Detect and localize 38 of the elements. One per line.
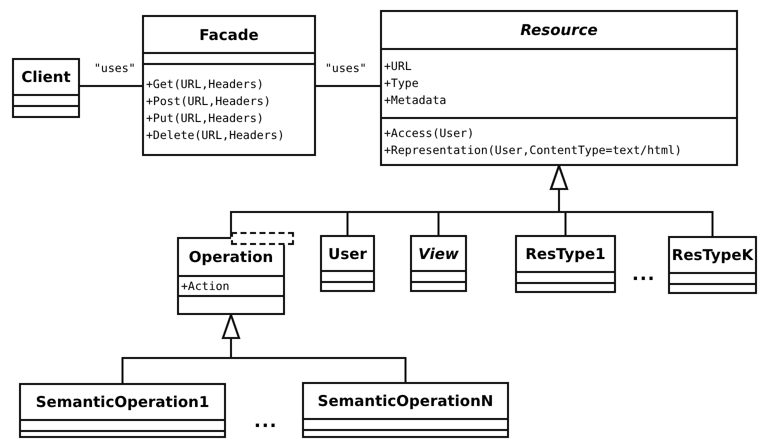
class-name: Client — [20, 68, 72, 86]
attribute-text: +URL — [383, 58, 412, 75]
association-line — [80, 85, 142, 87]
class-name: SemanticOperation1 — [34, 393, 210, 411]
uml-class-box — [320, 235, 375, 292]
class-name: Operation — [188, 248, 274, 266]
class-name: View — [417, 244, 460, 262]
uml-class-box — [668, 236, 757, 294]
attribute-text: +Type — [383, 75, 419, 92]
class-name: ResType1 — [524, 245, 607, 263]
uml-class-box — [12, 58, 80, 118]
uml-class-box — [515, 235, 616, 293]
generalization-arrow — [550, 165, 714, 236]
uml-class-box — [410, 235, 467, 292]
attribute-text: +Action — [180, 278, 230, 294]
class-name: Resource — [519, 21, 599, 39]
class-name: Facade — [198, 26, 260, 44]
uml-class-box — [302, 382, 509, 438]
ellipsis-text: ... — [254, 411, 278, 432]
operation-text: +Put(URL,Headers) — [145, 110, 264, 126]
class-name: User — [327, 244, 368, 262]
attribute-text: +Metadata — [383, 92, 446, 109]
edge-label: "uses" — [93, 61, 137, 75]
uml-class-box — [142, 15, 316, 156]
association-line — [316, 85, 380, 87]
generalization-arrow — [222, 314, 406, 382]
uml-class-box — [19, 383, 226, 438]
ellipsis-text: ... — [632, 264, 656, 285]
operation-text: +Post(URL,Headers) — [145, 92, 271, 110]
operation-text: +Get(URL,Headers) — [145, 76, 264, 92]
uml-class-box — [177, 237, 285, 315]
edge-label: "uses" — [324, 61, 368, 75]
operation-text: +Delete(URL,Headers) — [145, 126, 284, 144]
uml-class-box — [380, 10, 738, 166]
class-name: ResTypeK — [670, 246, 754, 264]
operation-text: +Access(User) — [383, 124, 474, 142]
class-name: SemanticOperationN — [316, 392, 494, 410]
operation-text: +Representation(User,ContentType=text/html) — [383, 142, 682, 158]
